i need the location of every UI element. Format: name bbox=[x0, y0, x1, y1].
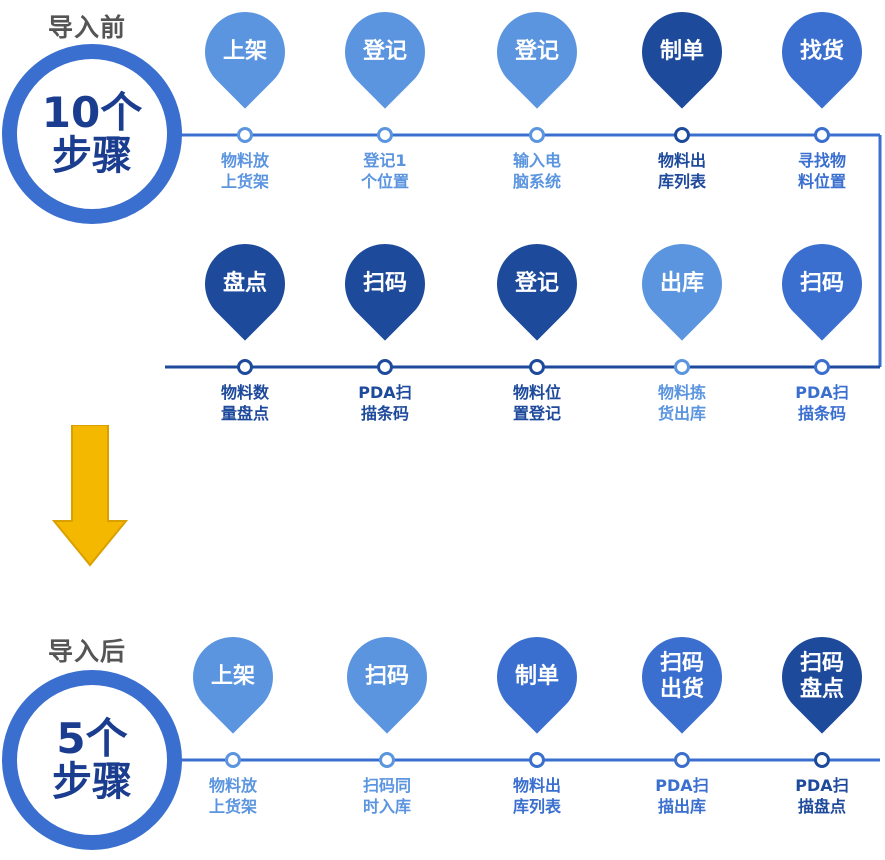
step-caption: 物料位 置登记 bbox=[512, 383, 561, 423]
after-step-unit: 步骤 bbox=[52, 759, 132, 806]
step-pin-label-line: 登记 bbox=[514, 38, 559, 64]
step-pin: 扫码 bbox=[328, 227, 442, 341]
step-caption: PDA扫 描盘点 bbox=[795, 776, 849, 816]
step-pin-label: 登记 bbox=[345, 12, 425, 92]
step-pin-label-line: 登记 bbox=[514, 270, 559, 296]
step-pin-label: 找货 bbox=[782, 12, 862, 92]
step-pin: 上架 bbox=[176, 620, 290, 734]
step-dot bbox=[529, 359, 545, 375]
step-caption: 寻找物 料位置 bbox=[797, 151, 846, 191]
step-pin-label: 上架 bbox=[205, 12, 285, 92]
step-dot bbox=[225, 752, 241, 768]
step-pin-label-line: 扫码 bbox=[799, 270, 844, 296]
step-pin-label: 扫码出货 bbox=[642, 637, 722, 717]
step-pin-label-line: 制单 bbox=[514, 663, 559, 689]
step-dot bbox=[237, 127, 253, 143]
step-pin: 登记 bbox=[480, 0, 594, 109]
after-step-count-badge: 5个 步骤 bbox=[2, 670, 182, 850]
step-pin: 登记 bbox=[328, 0, 442, 109]
step-pin: 上架 bbox=[188, 0, 302, 109]
step-pin-label: 扫码 bbox=[345, 244, 425, 324]
step-pin-label-line: 扫码 bbox=[799, 650, 844, 676]
down-arrow-icon bbox=[52, 425, 128, 567]
step-dot bbox=[814, 127, 830, 143]
step-caption: 输入电 脑系统 bbox=[512, 151, 561, 191]
step-pin-label: 制单 bbox=[497, 637, 577, 717]
step-caption: 扫码同 时入库 bbox=[362, 776, 411, 816]
step-pin: 扫码出货 bbox=[625, 620, 739, 734]
step-pin-label-line: 盘点 bbox=[799, 677, 844, 702]
step-caption: 物料数 量盘点 bbox=[220, 383, 269, 423]
step-pin: 扫码盘点 bbox=[765, 620, 879, 734]
step-pin-label: 盘点 bbox=[205, 244, 285, 324]
after-label: 导入后 bbox=[48, 637, 127, 666]
step-pin-label-line: 出货 bbox=[659, 677, 704, 702]
step-pin: 出库 bbox=[625, 227, 739, 341]
step-pin-label-line: 找货 bbox=[799, 38, 844, 64]
before-label: 导入前 bbox=[48, 13, 127, 42]
step-pin-label-line: 上架 bbox=[222, 38, 267, 64]
step-dot bbox=[674, 752, 690, 768]
step-dot bbox=[529, 752, 545, 768]
step-dot bbox=[377, 127, 393, 143]
step-caption: 物料拣 货出库 bbox=[657, 383, 706, 423]
step-dot bbox=[237, 359, 253, 375]
step-pin: 扫码 bbox=[765, 227, 879, 341]
step-caption: 登记1 个位置 bbox=[360, 151, 409, 191]
step-pin-label: 制单 bbox=[642, 12, 722, 92]
step-pin-label: 扫码 bbox=[347, 637, 427, 717]
step-pin: 盘点 bbox=[188, 227, 302, 341]
after-step-count: 5个 bbox=[56, 713, 128, 763]
step-pin: 制单 bbox=[625, 0, 739, 109]
step-caption: 物料放 上货架 bbox=[208, 776, 257, 816]
step-pin-label: 上架 bbox=[193, 637, 273, 717]
step-pin-label: 登记 bbox=[497, 12, 577, 92]
step-pin-label-line: 扫码 bbox=[659, 650, 704, 676]
step-pin: 找货 bbox=[765, 0, 879, 109]
step-dot bbox=[377, 359, 393, 375]
step-pin-label-line: 上架 bbox=[210, 663, 255, 689]
step-dot bbox=[529, 127, 545, 143]
step-dot bbox=[814, 359, 830, 375]
before-step-count: 10个 bbox=[41, 87, 143, 137]
step-pin: 扫码 bbox=[330, 620, 444, 734]
step-caption: PDA扫 描出库 bbox=[655, 776, 709, 816]
before-step-count-badge: 10个 步骤 bbox=[2, 44, 182, 224]
step-dot bbox=[814, 752, 830, 768]
step-dot bbox=[379, 752, 395, 768]
step-pin-label-line: 制单 bbox=[659, 38, 704, 64]
step-caption: 物料出 库列表 bbox=[512, 776, 561, 816]
step-pin-label-line: 扫码 bbox=[362, 270, 407, 296]
step-pin-label-line: 盘点 bbox=[222, 270, 267, 296]
step-caption: PDA扫 描条码 bbox=[795, 383, 849, 423]
step-pin-label: 登记 bbox=[497, 244, 577, 324]
step-caption: PDA扫 描条码 bbox=[358, 383, 412, 423]
step-pin-label-line: 登记 bbox=[362, 38, 407, 64]
step-pin-label: 扫码 bbox=[782, 244, 862, 324]
step-caption: 物料出 库列表 bbox=[657, 151, 706, 191]
step-dot bbox=[674, 359, 690, 375]
step-pin-label: 扫码盘点 bbox=[782, 637, 862, 717]
step-pin: 登记 bbox=[480, 227, 594, 341]
before-step-unit: 步骤 bbox=[52, 133, 132, 180]
step-pin-label-line: 出库 bbox=[659, 270, 704, 296]
step-dot bbox=[674, 127, 690, 143]
step-pin-label: 出库 bbox=[642, 244, 722, 324]
step-caption: 物料放 上货架 bbox=[220, 151, 269, 191]
step-pin: 制单 bbox=[480, 620, 594, 734]
step-pin-label-line: 扫码 bbox=[364, 663, 409, 689]
